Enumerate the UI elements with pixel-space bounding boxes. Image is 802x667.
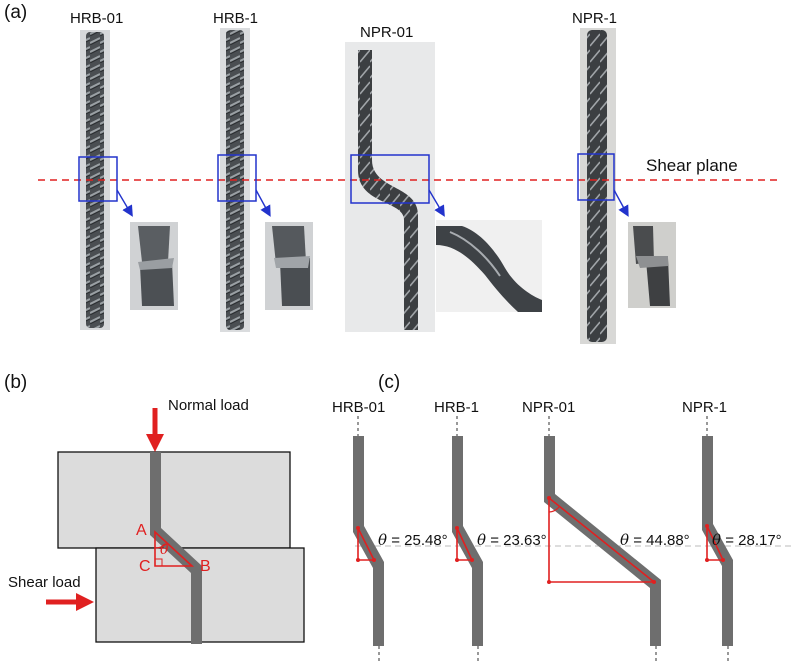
bar xyxy=(150,452,202,644)
panel-label-a: (a) xyxy=(4,2,28,23)
schematic-b xyxy=(46,408,305,644)
angle-annotation: θ = 28.17° xyxy=(712,531,782,549)
panel-label-b: (b) xyxy=(4,372,28,393)
panel-label-c: (c) xyxy=(378,372,401,393)
theta-label: θ xyxy=(160,542,169,558)
inset-hrb-01 xyxy=(130,222,178,310)
zoom-box-hrb-1 xyxy=(217,154,257,202)
photo-npr-01 xyxy=(345,42,435,332)
angle-annotation: θ = 25.48° xyxy=(378,531,448,549)
inset-npr-01 xyxy=(436,220,542,312)
shear-load-arrow xyxy=(76,593,94,611)
specimen-label: HRB-1 xyxy=(213,10,259,27)
zoom-box-hrb-01 xyxy=(78,156,118,202)
theta-symbol: θ xyxy=(712,531,722,549)
photo-hrb-01 xyxy=(80,30,110,330)
triangle-abc xyxy=(154,530,195,567)
schematic-c xyxy=(353,416,795,664)
specimen-label: HRB-1 xyxy=(434,399,480,416)
point-c-label: C xyxy=(139,558,151,575)
upper-block xyxy=(57,451,291,549)
zoom-box-npr-1 xyxy=(577,153,615,201)
point-a-label: A xyxy=(136,522,147,539)
zoom-arrow-hrb-01 xyxy=(116,189,133,217)
specimen-label: NPR-01 xyxy=(522,399,576,416)
inset-npr-1 xyxy=(628,222,676,308)
normal-load-label: Normal load xyxy=(168,397,249,414)
specimen-label: HRB-01 xyxy=(332,399,386,416)
point-b-label: B xyxy=(200,558,211,575)
shear-plane-label: Shear plane xyxy=(646,156,738,175)
specimen-label: NPR-01 xyxy=(360,24,414,41)
theta-symbol: θ xyxy=(378,531,388,549)
specimen-label: HRB-01 xyxy=(70,10,124,27)
angle-value: = 23.63° xyxy=(490,532,547,549)
zoom-box-npr-01 xyxy=(350,154,430,204)
angle-value: = 28.17° xyxy=(725,532,782,549)
angle-annotation: θ = 23.63° xyxy=(477,531,547,549)
zoom-arrow-npr-1 xyxy=(613,189,629,217)
zoom-arrow-npr-01 xyxy=(428,189,445,217)
zoom-arrow-hrb-1 xyxy=(255,189,271,217)
theta-symbol: θ xyxy=(620,531,630,549)
angle-value: = 25.48° xyxy=(391,532,448,549)
shear-load-label: Shear load xyxy=(8,574,81,591)
inset-hrb-1 xyxy=(265,222,313,310)
angle-value: = 44.88° xyxy=(633,532,690,549)
angle-annotation: θ = 44.88° xyxy=(620,531,690,549)
specimen-label: NPR-1 xyxy=(572,10,618,27)
photo-npr-1 xyxy=(580,28,616,344)
specimen-label: NPR-1 xyxy=(682,399,728,416)
normal-load-arrow xyxy=(146,434,164,452)
theta-symbol: θ xyxy=(477,531,487,549)
